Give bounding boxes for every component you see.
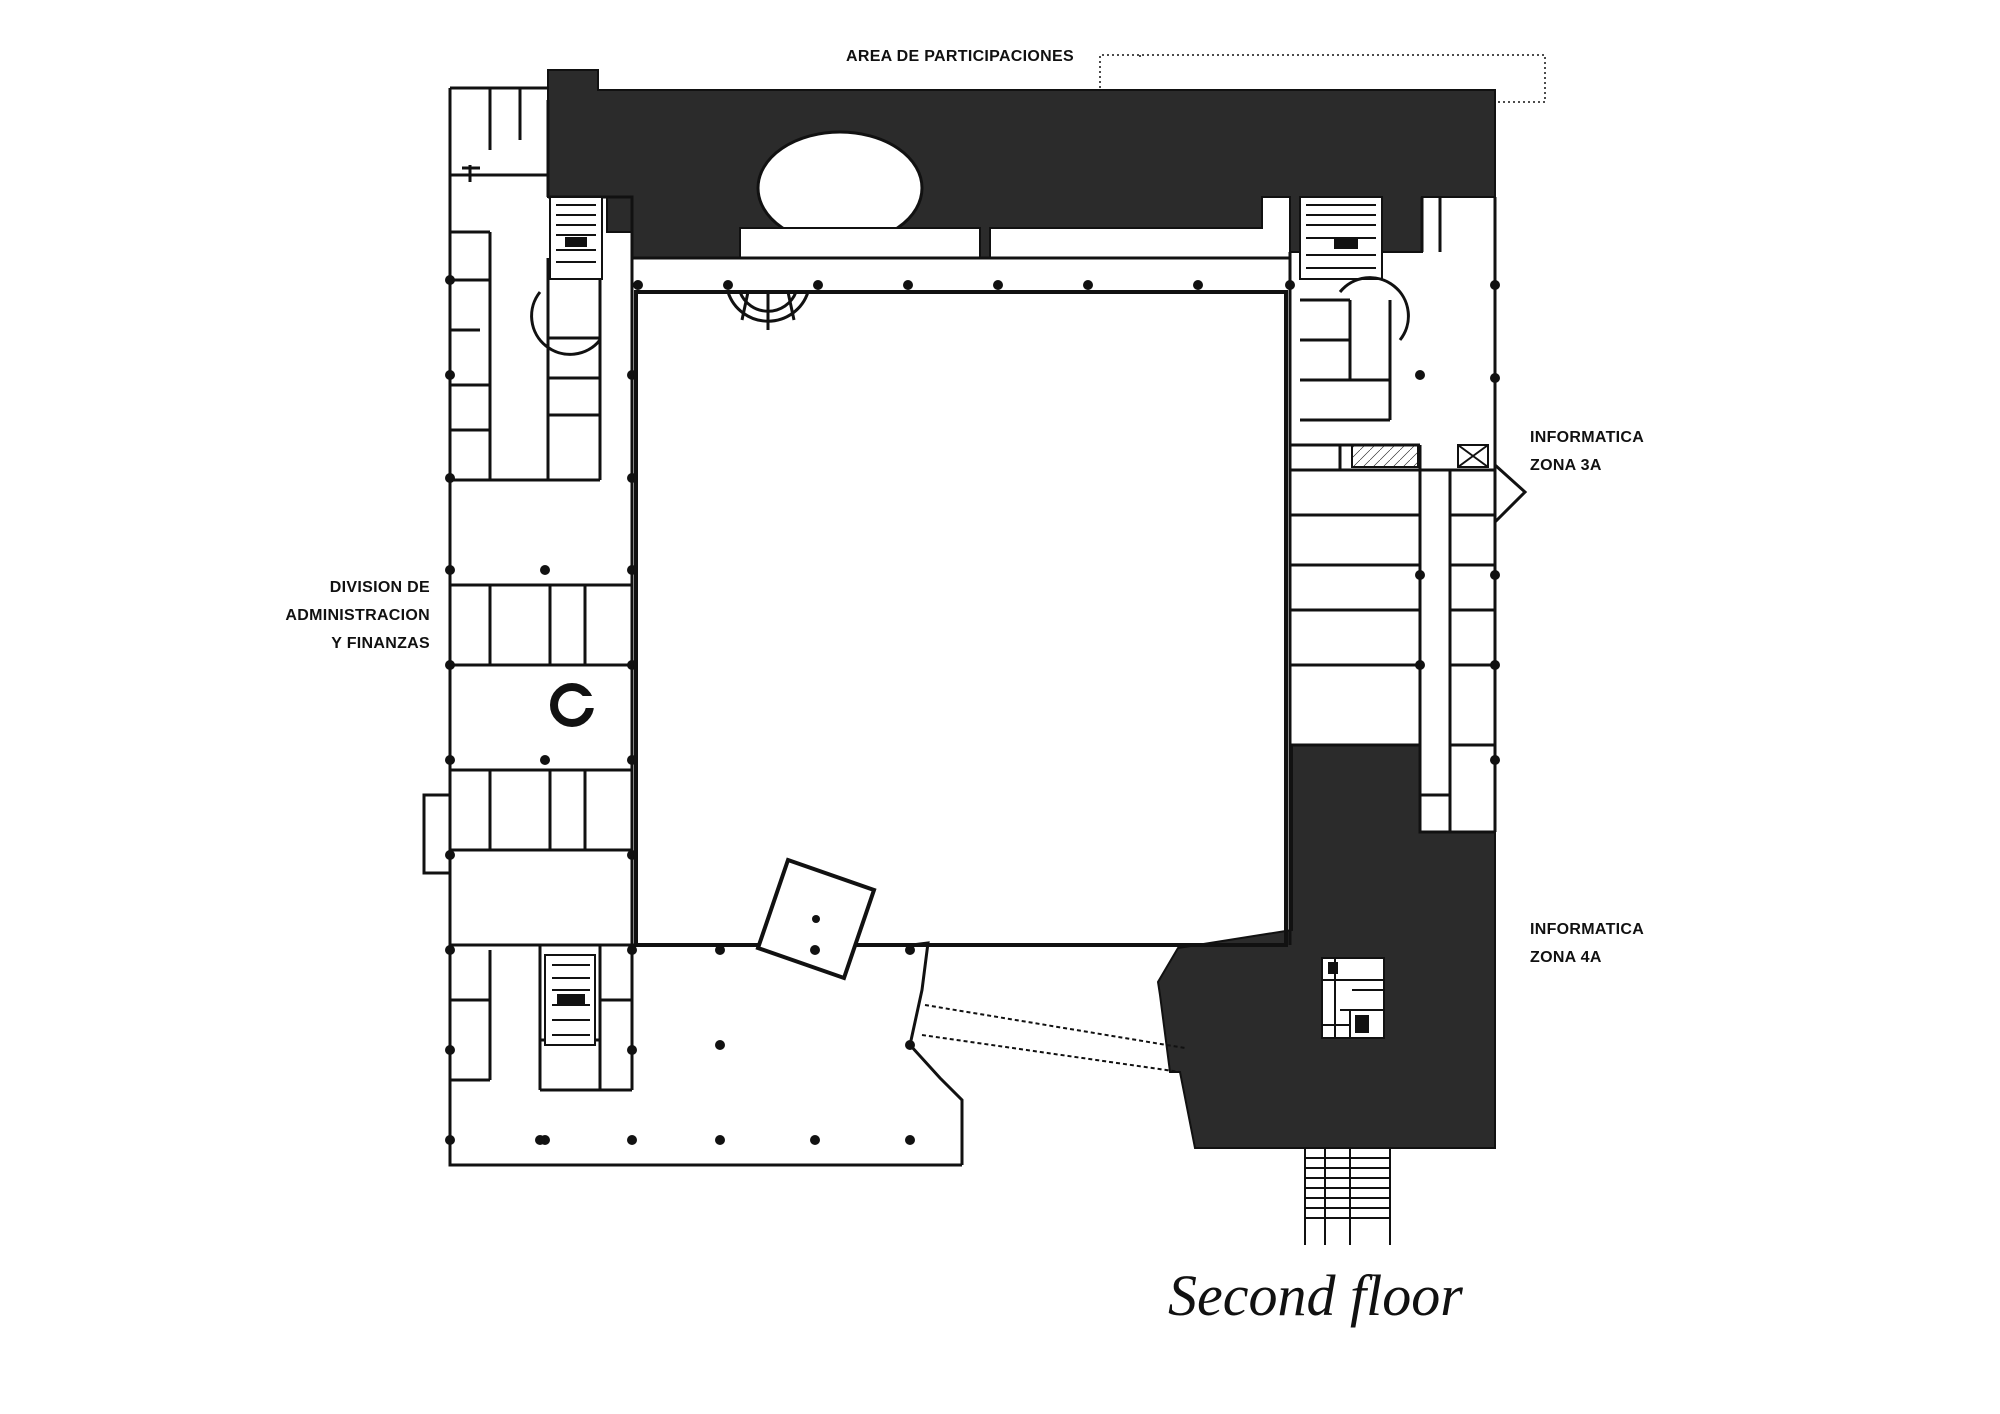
label-line: INFORMATICA xyxy=(1530,429,1645,446)
label-area-participaciones: AREA DE PARTICIPACIONES xyxy=(846,48,1074,65)
stair-core-nw xyxy=(549,196,603,280)
west-wing-walls xyxy=(450,88,634,1092)
floor-caption: Second floor xyxy=(1168,1263,1463,1328)
rotated-square xyxy=(755,857,877,981)
label-line: ZONA 3A xyxy=(1530,457,1602,474)
east-wing-walls xyxy=(1290,197,1495,832)
label-line: ADMINISTRACION xyxy=(285,607,430,624)
label-informatica-zona-3a: INFORMATICA ZONA 3A xyxy=(1530,424,1644,480)
entry-stair xyxy=(1304,1148,1391,1245)
stair-core-ne xyxy=(1299,196,1383,280)
ne-hatched-strip xyxy=(1351,444,1419,468)
label-line: Y FINANZAS xyxy=(331,635,430,652)
label-line: INFORMATICA xyxy=(1530,921,1645,938)
label-line: ZONA 4A xyxy=(1530,949,1602,966)
label-line: DIVISION DE xyxy=(329,579,430,596)
stair-core-sw xyxy=(544,954,596,1046)
skybridge xyxy=(921,1004,1186,1073)
label-division-administracion: DIVISION DE ADMINISTRACION Y FINANZAS xyxy=(262,574,430,658)
columns xyxy=(445,275,1500,1145)
spiral-stair xyxy=(550,683,596,727)
label-leader-participaciones xyxy=(1099,54,1546,103)
label-informatica-zona-4a: INFORMATICA ZONA 4A xyxy=(1530,916,1644,972)
curved-walls xyxy=(530,276,1410,356)
